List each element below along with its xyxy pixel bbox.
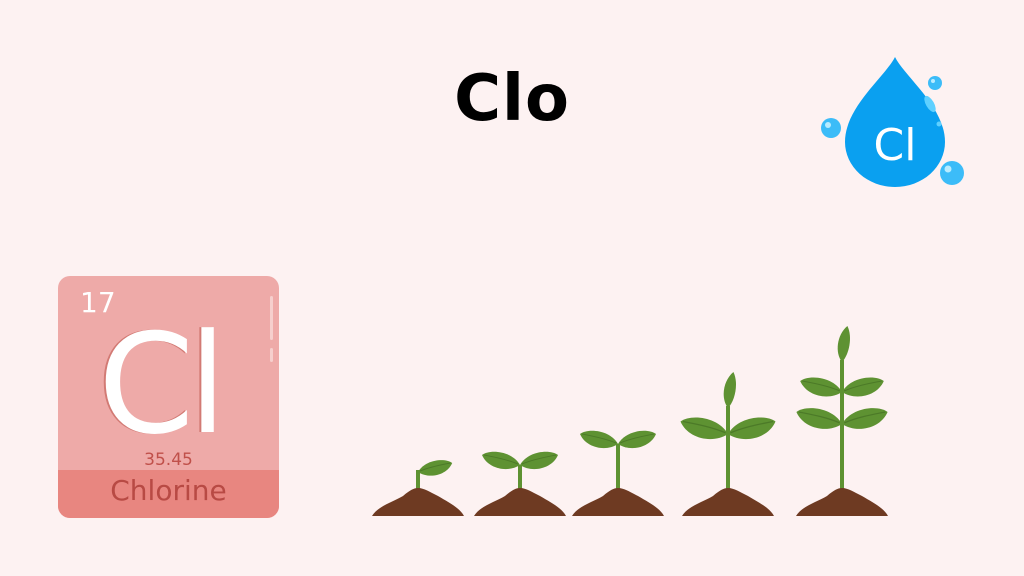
drop-label: Cl: [874, 120, 917, 171]
periodic-element-card: 17 Cl 35.45 Chlorine: [58, 276, 279, 518]
atomic-number: 17: [80, 286, 116, 319]
page-title: Clo: [454, 62, 570, 136]
plant-stage-4: [679, 372, 777, 516]
plant-stage-2: [474, 451, 566, 516]
gloss-highlight: [270, 296, 273, 340]
plant-stage-1: [372, 459, 464, 516]
plant-stage-3: [572, 430, 664, 516]
plant-stage-5: [795, 326, 889, 516]
element-name: Chlorine: [110, 474, 227, 507]
element-symbol: Cl: [98, 304, 227, 465]
element-name-band: Chlorine: [58, 470, 279, 518]
atomic-mass: 35.45: [144, 450, 193, 470]
plant-growth-stages: [370, 320, 970, 530]
gloss-highlight: [270, 348, 273, 362]
chlorine-water-drop-icon: Cl: [815, 52, 975, 192]
